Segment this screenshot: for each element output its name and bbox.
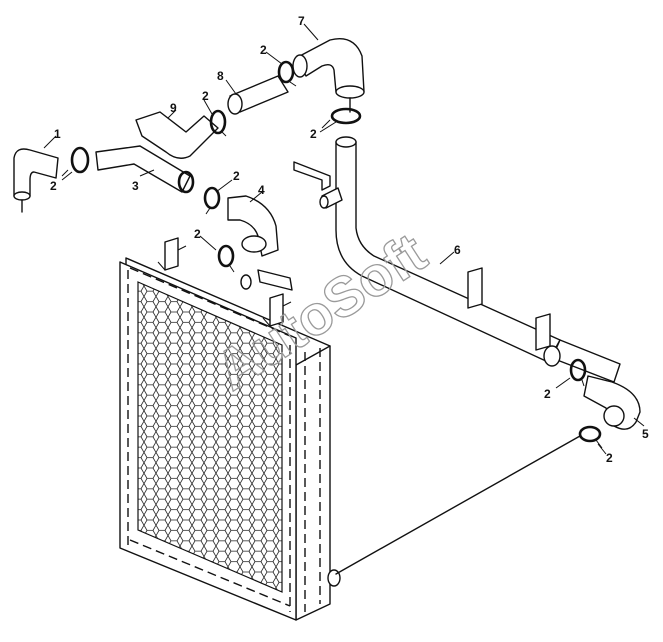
callout-2-e: 2 <box>233 169 240 183</box>
clamp-under-7 <box>321 107 362 129</box>
callout-6: 6 <box>454 243 461 257</box>
hose-elbow-5 <box>543 345 641 430</box>
leader-lines <box>43 23 645 455</box>
callout-2-a: 2 <box>50 179 57 193</box>
hose-elbow-1 <box>13 146 90 213</box>
bracket-left <box>164 237 179 271</box>
hose-8 <box>227 60 297 115</box>
radiator-inlet-clamp <box>240 274 252 290</box>
hose-elbow-7 <box>292 38 365 113</box>
hose-9 <box>135 109 227 159</box>
callout-2-f: 2 <box>194 227 201 241</box>
callout-4: 4 <box>258 183 265 197</box>
callout-7: 7 <box>298 14 305 28</box>
hose-3 <box>95 145 195 194</box>
watermark-text: AutoSoft <box>204 220 437 402</box>
callout-2-b: 2 <box>202 89 209 103</box>
radiator <box>119 237 581 621</box>
callout-2-g: 2 <box>544 387 551 401</box>
callout-9: 9 <box>170 101 177 115</box>
bracket-right <box>269 293 284 327</box>
callout-8: 8 <box>217 69 224 83</box>
callout-5: 5 <box>642 427 649 441</box>
hose-elbow-4 <box>217 195 279 273</box>
callout-1: 1 <box>54 127 61 141</box>
clamp-3-4 <box>203 186 221 215</box>
callout-2-c: 2 <box>260 43 267 57</box>
callout-2-d: 2 <box>310 127 317 141</box>
callout-3: 3 <box>132 179 139 193</box>
clamp-bottom-right <box>578 425 603 449</box>
callout-2-h: 2 <box>606 451 613 465</box>
radiator-inlet-stub <box>257 269 293 291</box>
pipe-bracket <box>293 161 331 191</box>
radiator-core <box>137 281 283 593</box>
